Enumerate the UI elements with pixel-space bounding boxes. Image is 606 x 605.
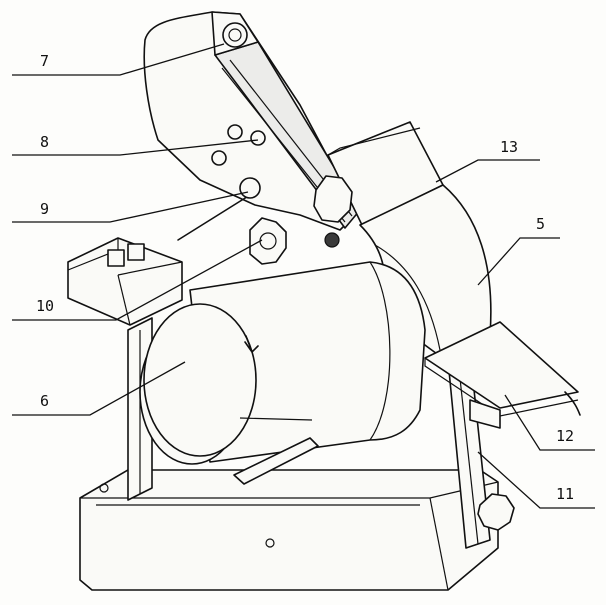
- callout-9: 9: [40, 200, 49, 218]
- callout-11: 11: [556, 485, 574, 503]
- callout-10: 10: [36, 297, 54, 315]
- tension-knob-top: [222, 22, 248, 48]
- callout-labels: 7 8 9 10 6 13 5 12 11: [36, 52, 574, 503]
- leader-lines: [12, 43, 595, 509]
- switch-box: [67, 237, 183, 326]
- callout-13: 13: [500, 138, 518, 156]
- rotation-arrow: [244, 335, 259, 353]
- tracking-knobs: [211, 124, 266, 166]
- work-table: [424, 321, 581, 429]
- callout-6: 6: [40, 392, 49, 410]
- base: [79, 469, 499, 591]
- adjust-knob-left: [249, 217, 287, 265]
- adjust-knob-arm: [313, 175, 353, 248]
- motor: [139, 261, 426, 485]
- callout-12: 12: [556, 427, 574, 445]
- callout-8: 8: [40, 133, 49, 151]
- callout-7: 7: [40, 52, 49, 70]
- switch-button-right: [127, 243, 145, 261]
- callout-5: 5: [536, 215, 545, 233]
- table-lock-knob: [477, 493, 515, 531]
- switch-button-left: [107, 249, 125, 267]
